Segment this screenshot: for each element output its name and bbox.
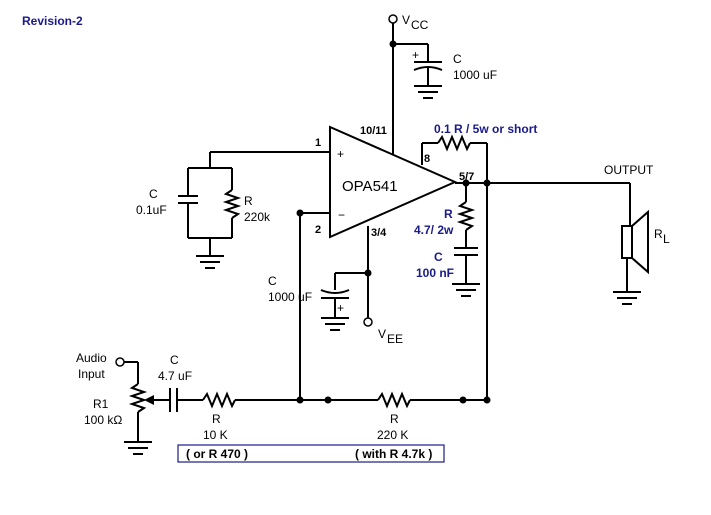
audio-input-terminal (115, 357, 125, 367)
revision-label: Revision-2 (22, 14, 83, 28)
ground-symbol (414, 85, 442, 99)
input-coupling-capacitor (169, 388, 178, 412)
junction-dot (389, 40, 397, 48)
c-vee-name: C (268, 274, 277, 288)
r-feedback-value: 220 K (377, 428, 408, 442)
vee-subscript: EE (387, 332, 403, 346)
zobel-resistor (456, 201, 476, 231)
c-vcc-name: C (453, 52, 462, 66)
junction-dot (364, 269, 372, 277)
opamp-name: OPA541 (342, 178, 398, 195)
r-bias-name: R (244, 194, 253, 208)
ground-symbol (124, 441, 152, 455)
r1-value: 100 kΩ (84, 413, 122, 427)
vee-label: V (378, 327, 386, 341)
c-input-name: C (170, 353, 179, 367)
ground-symbol (613, 291, 641, 305)
r-feedback-alternate: ( with R 4.7k ) (355, 447, 432, 461)
cap-polarity-plus: + (412, 48, 419, 62)
zobel-capacitor (454, 247, 478, 256)
vee-decoupling-capacitor: + (320, 273, 350, 318)
junction-dot (296, 209, 304, 217)
r-input-alternate: ( or R 470 ) (186, 447, 248, 461)
r-zobel-name: R (444, 207, 453, 221)
audio-input-label-line2: Input (78, 367, 105, 381)
r-feedback-name: R (390, 412, 399, 426)
pot-wiper-arrow (144, 395, 154, 405)
c-bias-value: 0.1uF (136, 203, 167, 217)
junction-dot (324, 396, 332, 404)
pin-noninv-number: 1 (315, 137, 321, 149)
r-input-value: 10 K (203, 428, 228, 442)
c-bias-name: C (149, 187, 158, 201)
r1-name: R1 (93, 397, 109, 411)
cap-polarity-plus: + (337, 301, 344, 315)
c-input-value: 4.7 uF (158, 369, 192, 383)
input-resistor (202, 391, 236, 409)
pin-inv-number: 2 (315, 224, 321, 236)
feedback-resistor (377, 391, 411, 409)
junction-dot (483, 396, 491, 404)
r-input-name: R (212, 412, 221, 426)
vcc-label: V (402, 13, 410, 27)
sense-resistor (437, 134, 471, 152)
c-vee-value: 1000 uF (268, 290, 312, 304)
pin-8-number: 8 (424, 153, 430, 165)
vcc-terminal: V CC (388, 13, 429, 32)
junction-dot (459, 396, 467, 404)
c-zobel-name: C (434, 250, 443, 264)
ground-symbol (196, 255, 224, 269)
c-vcc-value: 1000 uF (453, 68, 497, 82)
sense-resistor-label: 0.1 R / 5w or short (434, 122, 537, 136)
volume-potentiometer (128, 383, 148, 413)
load-label: R (654, 227, 663, 241)
opamp-plus-sign: + (337, 147, 344, 161)
ground-symbol (452, 283, 480, 297)
opamp-triangle: OPA541 + − (329, 125, 458, 239)
vee-terminal (363, 317, 373, 327)
r-zobel-value: 4.7/ 2w (414, 223, 454, 237)
speaker-icon (621, 209, 649, 275)
output-label: OUTPUT (604, 163, 654, 177)
c-zobel-value: 100 nF (416, 266, 454, 280)
opamp-minus-sign: − (338, 208, 345, 222)
bias-resistor (222, 189, 242, 219)
vcc-subscript: CC (411, 18, 429, 32)
load-subscript: L (663, 232, 670, 246)
pin-out-number: 5/7 (459, 171, 474, 183)
vcc-decoupling-capacitor: + (412, 44, 443, 86)
pin-vcc-number: 10/11 (360, 125, 387, 137)
ground-symbol (321, 317, 349, 331)
r-bias-value: 220k (244, 210, 271, 224)
alternate-values-box (177, 444, 445, 463)
bias-capacitor (178, 195, 198, 204)
pin-vee-number: 3/4 (371, 227, 387, 239)
audio-input-label-line1: Audio (76, 351, 107, 365)
